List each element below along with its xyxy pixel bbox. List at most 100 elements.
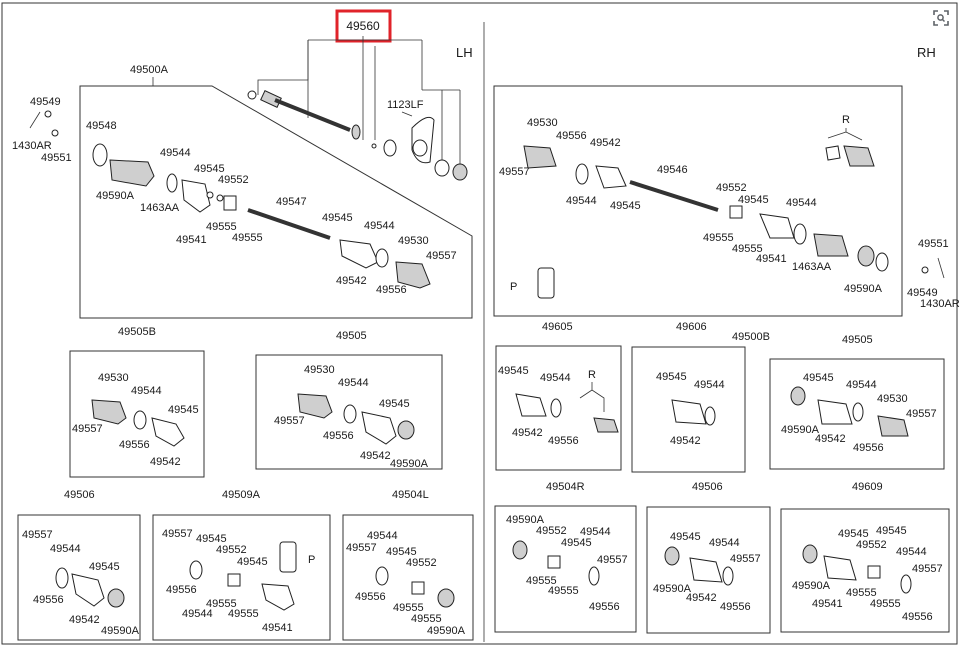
assembly-label-49500b[interactable]: 49500B xyxy=(732,331,770,343)
part-label[interactable]: 49541 xyxy=(756,253,787,265)
part-label[interactable]: 49590A xyxy=(653,583,692,595)
part-label[interactable]: 49545 xyxy=(237,556,268,568)
part-label[interactable]: 49556 xyxy=(166,584,197,596)
part-label[interactable]: 49545 xyxy=(738,194,769,206)
part-label[interactable]: 49590A xyxy=(101,625,140,637)
part-label[interactable]: 49555 xyxy=(548,585,579,597)
part-label[interactable]: 49545 xyxy=(610,200,641,212)
part-label[interactable]: 49542 xyxy=(336,275,367,287)
part-label[interactable]: 49545 xyxy=(196,533,227,545)
part-label[interactable]: 49544 xyxy=(786,197,817,209)
part-label[interactable]: 49544 xyxy=(896,546,927,558)
part-label[interactable]: 49541 xyxy=(176,234,207,246)
part-label[interactable]: 49545 xyxy=(194,163,225,175)
part-label[interactable]: 49556 xyxy=(902,611,933,623)
part-label[interactable]: R xyxy=(842,114,850,126)
part-label[interactable]: 49545 xyxy=(386,546,417,558)
part-label[interactable]: 49542 xyxy=(69,614,100,626)
part-label[interactable]: 49590A xyxy=(792,580,831,592)
part-label[interactable]: 49545 xyxy=(656,371,687,383)
part-label[interactable]: 49557 xyxy=(906,408,937,420)
part-label[interactable]: 49542 xyxy=(590,137,621,149)
part-label[interactable]: 1463AA xyxy=(140,202,180,214)
kit-label[interactable]: 49506 xyxy=(64,489,95,501)
part-label[interactable]: 49590A xyxy=(506,514,545,526)
part-label[interactable]: 49556 xyxy=(33,594,64,606)
part-label[interactable]: 49542 xyxy=(670,435,701,447)
part-label[interactable]: 49549 xyxy=(907,287,938,299)
part-label[interactable]: 49556 xyxy=(376,284,407,296)
part-label[interactable]: 49545 xyxy=(561,537,592,549)
part-label[interactable]: 49590A xyxy=(427,625,466,637)
part-label[interactable]: R xyxy=(588,369,596,381)
part-label[interactable]: 49552 xyxy=(536,525,567,537)
part-label[interactable]: 49544 xyxy=(182,608,213,620)
part-label[interactable]: 49557 xyxy=(426,250,457,262)
part-label[interactable]: 49555 xyxy=(232,232,263,244)
kit-label[interactable]: 49609 xyxy=(852,481,883,493)
part-label[interactable]: 49555 xyxy=(870,598,901,610)
part-label[interactable]: 49556 xyxy=(853,442,884,454)
part-label[interactable]: 49557 xyxy=(346,542,377,554)
kit-label[interactable]: 49505B xyxy=(118,326,156,338)
part-label[interactable]: 49552 xyxy=(218,174,249,186)
part-label[interactable]: 49530 xyxy=(304,364,335,376)
part-label[interactable]: 49545 xyxy=(670,531,701,543)
part-label[interactable]: 49548 xyxy=(86,120,117,132)
part-label[interactable]: 49544 xyxy=(338,377,369,389)
part-label[interactable]: 49544 xyxy=(709,537,740,549)
part-label[interactable]: 49545 xyxy=(498,365,529,377)
part-label[interactable]: 49530 xyxy=(527,117,558,129)
part-label[interactable]: 49545 xyxy=(168,404,199,416)
part-label[interactable]: P xyxy=(308,554,315,566)
part-label[interactable]: 49530 xyxy=(98,372,129,384)
part-label[interactable]: 49555 xyxy=(703,232,734,244)
part-label[interactable]: 49541 xyxy=(262,622,293,634)
part-label[interactable]: 49555 xyxy=(228,608,259,620)
part-label[interactable]: 49542 xyxy=(512,427,543,439)
part-label[interactable]: 49590A xyxy=(844,283,883,295)
part-label[interactable]: 49545 xyxy=(89,561,120,573)
part-label[interactable]: 49546 xyxy=(657,164,688,176)
kit-label[interactable]: 49506 xyxy=(692,481,723,493)
kit-label[interactable]: 49504R xyxy=(546,481,585,493)
part-label[interactable]: 49549 xyxy=(30,96,61,108)
kit-label[interactable]: 49509A xyxy=(222,489,261,501)
part-label[interactable]: 49544 xyxy=(694,379,725,391)
assembly-label-49500a[interactable]: 49500A xyxy=(130,64,169,76)
part-label[interactable]: 49556 xyxy=(355,591,386,603)
part-label[interactable]: 49551 xyxy=(41,152,72,164)
part-label[interactable]: 49557 xyxy=(499,166,530,178)
part-label[interactable]: P xyxy=(510,281,517,293)
part-label[interactable]: 49590A xyxy=(781,424,820,436)
part-label[interactable]: 49557 xyxy=(162,528,193,540)
part-label[interactable]: 49552 xyxy=(406,557,437,569)
part-label[interactable]: 49556 xyxy=(548,435,579,447)
part-label[interactable]: 49556 xyxy=(323,430,354,442)
part-label[interactable]: 49555 xyxy=(393,602,424,614)
part-label[interactable]: 49555 xyxy=(846,587,877,599)
part-label[interactable]: 49544 xyxy=(364,220,395,232)
part-label[interactable]: 49551 xyxy=(918,238,949,250)
part-label[interactable]: 49541 xyxy=(812,598,843,610)
part-label[interactable]: 49555 xyxy=(206,598,237,610)
part-label[interactable]: 49542 xyxy=(360,450,391,462)
kit-label[interactable]: 49504L xyxy=(392,489,429,501)
part-label[interactable]: 49545 xyxy=(803,372,834,384)
part-label[interactable]: 49556 xyxy=(556,130,587,142)
part-label[interactable]: 1123LF xyxy=(387,99,424,111)
highlighted-part-number[interactable]: 49560 xyxy=(346,19,380,33)
kit-label[interactable]: 49505 xyxy=(336,330,367,342)
kit-label[interactable]: 49606 xyxy=(676,321,707,333)
part-label[interactable]: 49544 xyxy=(580,526,611,538)
part-label[interactable]: 49557 xyxy=(72,423,103,435)
part-label[interactable]: 49545 xyxy=(322,212,353,224)
part-label[interactable]: 49545 xyxy=(838,528,869,540)
part-label[interactable]: 1430AR xyxy=(12,140,52,152)
part-label[interactable]: 49556 xyxy=(589,601,620,613)
kit-label[interactable]: 49505 xyxy=(842,334,873,346)
part-label[interactable]: 49557 xyxy=(730,553,761,565)
part-label[interactable]: 49557 xyxy=(597,554,628,566)
part-label[interactable]: 49557 xyxy=(274,415,305,427)
part-label[interactable]: 49542 xyxy=(150,456,181,468)
